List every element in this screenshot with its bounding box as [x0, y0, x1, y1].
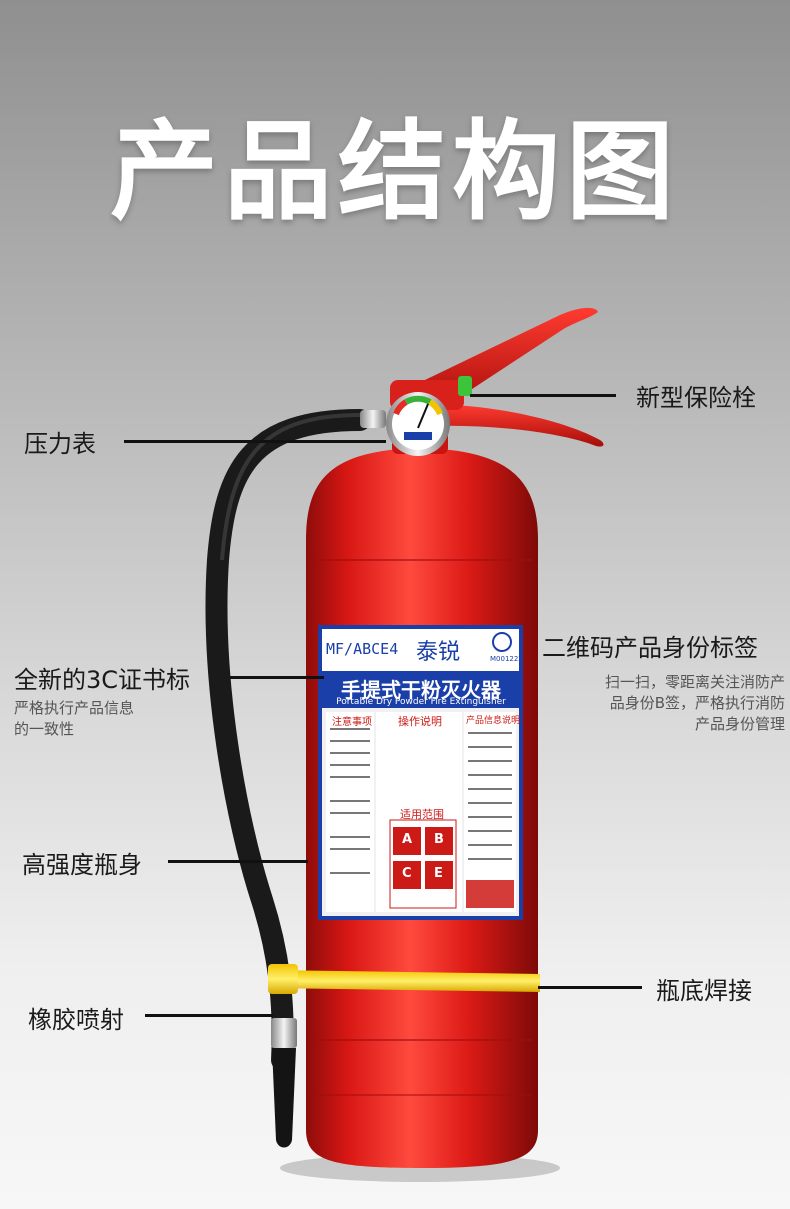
line-bottom-weld — [538, 986, 642, 989]
3c-cert-mark — [492, 632, 512, 652]
fire-class-c: C — [402, 866, 412, 881]
callout-cert: 全新的3C证书标 — [14, 666, 191, 694]
callout-qr-label: 二维码产品身份标签 — [542, 634, 758, 662]
nozzle-collar — [271, 1018, 297, 1048]
page-title: 产品结构图 — [109, 110, 680, 235]
label-brand: 泰锐 — [416, 640, 461, 665]
label-col-notice: 注意事项 — [332, 717, 372, 728]
callout-nozzle: 橡胶喷射 — [28, 1006, 124, 1034]
callout-bottom-weld: 瓶底焊接 — [656, 977, 752, 1005]
lever-bottom — [420, 404, 604, 447]
callout-safety-pin: 新型保险栓 — [636, 384, 756, 412]
callout-body: 高强度瓶身 — [22, 851, 142, 879]
fire-class-e: E — [434, 866, 443, 881]
fire-class-a: A — [402, 832, 413, 847]
callout-cert-desc: 严格执行产品信息 的一致性 — [14, 699, 135, 738]
label-product-cn: 手提式干粉灭火器 — [341, 678, 501, 702]
safety-seal — [458, 376, 472, 396]
line-cert — [230, 676, 324, 679]
label-scope: 适用范围 — [400, 808, 444, 821]
label-col-operation: 操作说明 — [398, 715, 442, 728]
callout-pressure-gauge: 压力表 — [24, 430, 96, 458]
nozzle — [272, 1048, 296, 1148]
label-col-info: 产品信息说明 — [466, 716, 521, 726]
label-product-en: Portable Dry Powder Fire Extinguisher — [336, 697, 506, 707]
callout-qr-desc: 扫一扫，零距离关注消防产 品身份B签，严格执行消防 产品身份管理 — [604, 673, 785, 733]
label-cert-code: M001222 — [490, 655, 523, 663]
line-nozzle — [145, 1014, 273, 1017]
yellow-band — [268, 970, 540, 992]
label-model: MF/ABCE4 — [326, 640, 399, 658]
fire-class-b: B — [434, 832, 444, 847]
line-body — [168, 860, 308, 863]
line-safety-pin — [470, 394, 616, 397]
line-pressure-gauge — [124, 440, 386, 443]
